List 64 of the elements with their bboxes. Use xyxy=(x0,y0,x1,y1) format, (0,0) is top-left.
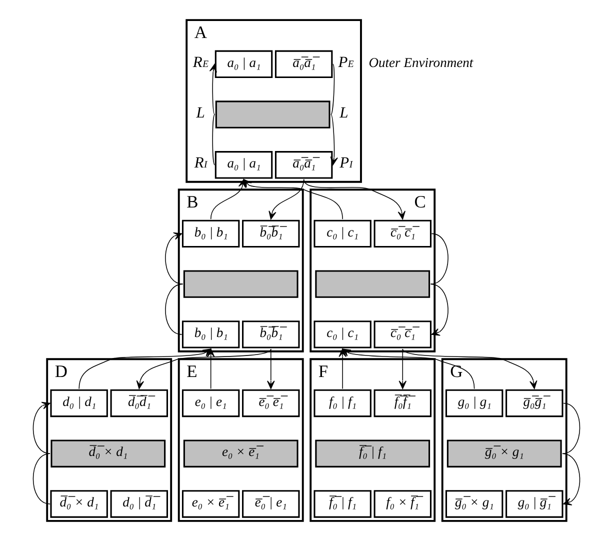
connector xyxy=(562,402,580,454)
node-box: e̅₀̅ | e₁ xyxy=(242,490,300,518)
node-box: c̅₀̅ c̅₁̅ xyxy=(374,220,432,248)
node-box: g̅₀̅ × g₁ xyxy=(445,490,504,518)
node-box: d₀ | d₁ xyxy=(50,389,108,418)
connector xyxy=(165,284,184,335)
arrow xyxy=(136,348,272,390)
node-box: e₀ × e̅₁̅ xyxy=(182,490,240,518)
node-box: b̅₀̅b̅₁̅ xyxy=(242,320,300,348)
node-box: d₀ | d̅₁̅ xyxy=(110,490,168,518)
arrow xyxy=(562,453,580,506)
node-box: f̅₀̅f̅₁̅ xyxy=(374,389,432,418)
arrow xyxy=(32,402,50,454)
node-label: RE xyxy=(192,54,209,71)
arrow xyxy=(342,348,475,390)
node-box: a̅₀̅a̅₁̅ xyxy=(274,50,333,78)
node-box: c̅₀̅ c̅₁̅ xyxy=(374,320,432,348)
node-box: f₀ × f̅₁̅ xyxy=(374,490,432,518)
arrow xyxy=(303,179,406,220)
node-box: e̅₀̅ e̅₁̅ xyxy=(242,389,300,418)
node-box: b₀ | b₁ xyxy=(182,320,240,348)
node-box: e₀ × e̅₁̅ xyxy=(183,440,298,468)
arrow xyxy=(165,232,184,284)
arrow xyxy=(330,114,338,166)
node-box: c₀ | c₁ xyxy=(314,220,372,248)
node-box xyxy=(183,270,298,298)
arrow xyxy=(268,179,304,220)
connector xyxy=(330,64,335,115)
node-box: g̅₀̅g̅₁̅ xyxy=(506,389,564,418)
node-label: L xyxy=(196,104,205,122)
node-box: g₀ | g₁ xyxy=(445,389,504,418)
node-box: f̅₀̅ | f₁ xyxy=(315,440,430,468)
connector xyxy=(32,453,50,504)
arrow xyxy=(402,348,538,390)
node-box: c₀ | c₁ xyxy=(314,320,372,348)
node-box: f₀ | f₁ xyxy=(314,389,372,418)
node-label: PE xyxy=(338,54,354,71)
node-box: b̅₀̅b̅₁̅ xyxy=(242,220,300,248)
node-box: f̅₀̅ | f₁ xyxy=(314,490,372,518)
arrow xyxy=(430,284,448,336)
arrow xyxy=(243,179,343,220)
label: Outer Environment xyxy=(368,54,474,70)
node-label: RI xyxy=(194,154,208,172)
arrow xyxy=(338,348,346,390)
node-box: d̅₀̅ × d₁ xyxy=(50,490,108,518)
arrow xyxy=(398,348,407,390)
node-box: e₀ | e₁ xyxy=(182,389,240,418)
node-label: PI xyxy=(340,154,353,172)
node-label: L xyxy=(340,104,348,122)
node-box xyxy=(215,100,330,128)
node-box: b₀ | b₁ xyxy=(182,220,240,248)
arrow xyxy=(267,348,275,390)
node-box: g₀ | g̅₁̅ xyxy=(506,490,564,518)
arrow xyxy=(206,348,215,390)
node-box: a₀ | a₁ xyxy=(214,50,273,78)
arrow xyxy=(209,64,217,115)
connector xyxy=(430,233,448,284)
node-box: g̅₀̅ × g₁ xyxy=(446,440,562,468)
node-box xyxy=(315,270,430,298)
node-box: a₀ | a₁ xyxy=(214,151,273,179)
node-box: d̅₀̅d̅₁̅ xyxy=(110,389,168,418)
arrow xyxy=(78,348,212,390)
node-box: d̅₀̅ × d₁ xyxy=(50,440,166,468)
node-box: a̅₀̅a̅₁̅ xyxy=(274,151,333,179)
